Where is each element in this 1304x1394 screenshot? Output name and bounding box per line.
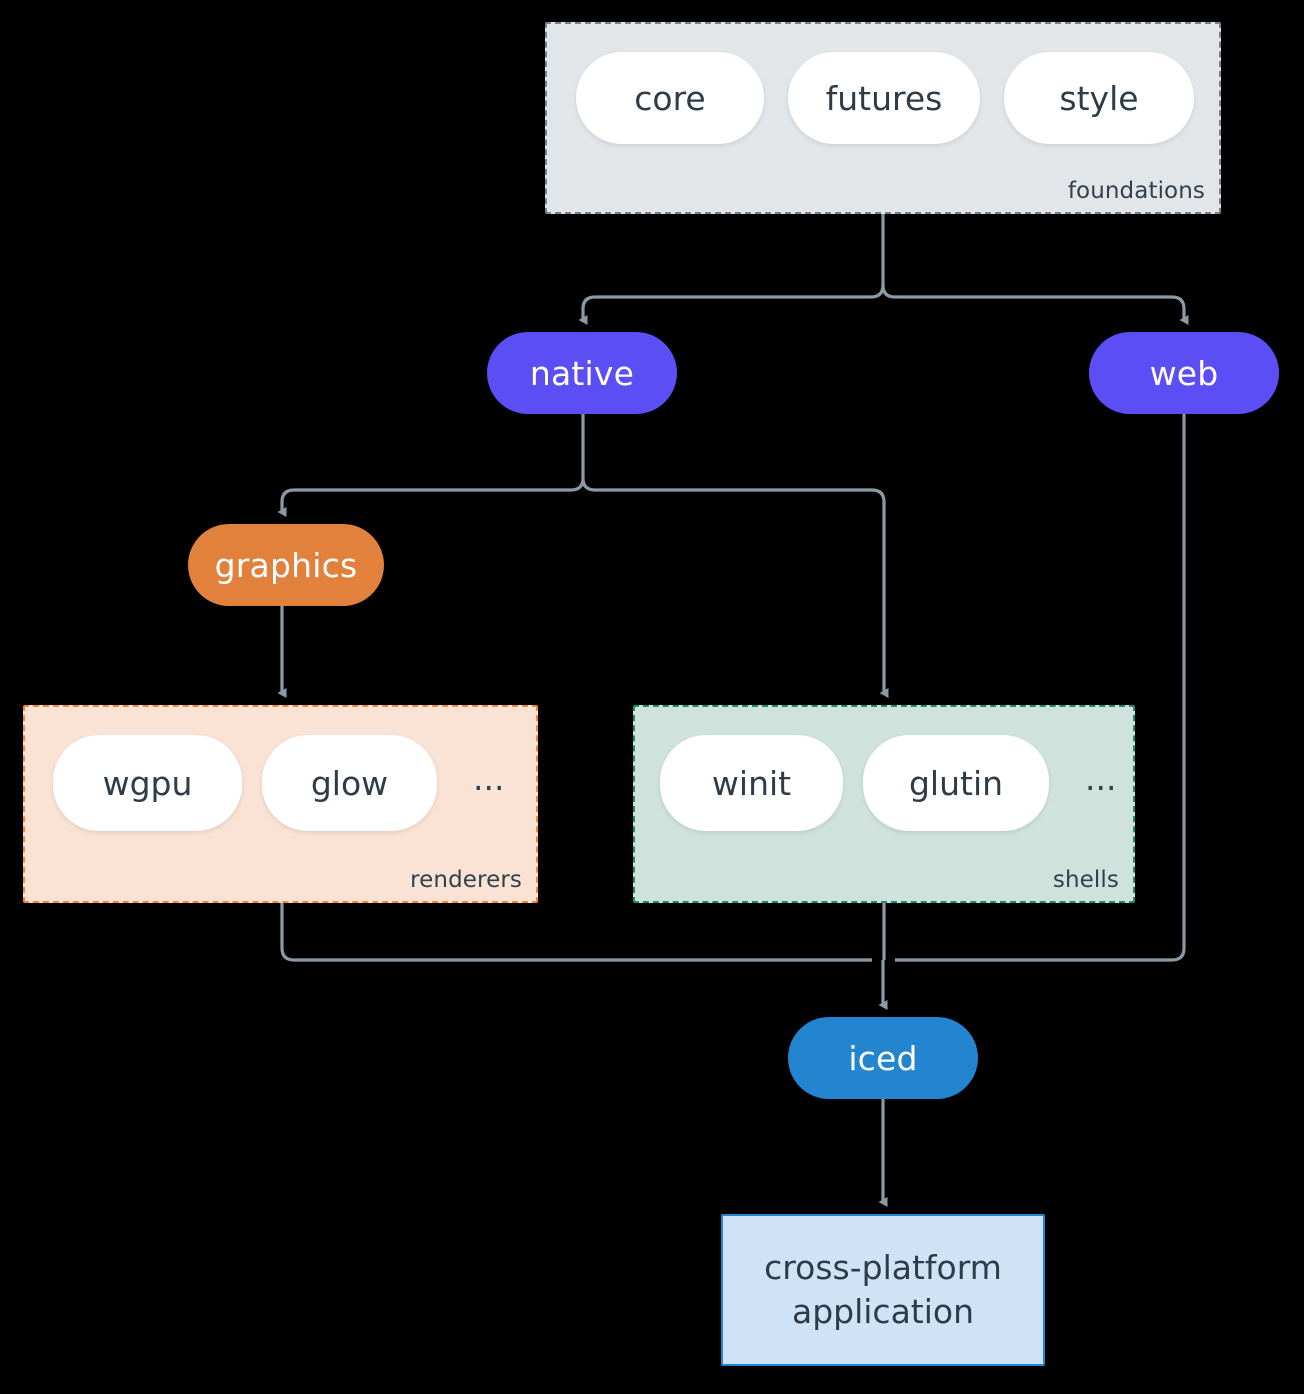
cluster-label-renderers: renderers — [410, 867, 522, 893]
edge-native-to-graphics — [277, 477, 585, 517]
shells-ellipsis: ... — [1085, 758, 1117, 798]
foundations-chip-row: core futures style — [576, 52, 1194, 144]
renderers-chip-row: wgpu glow ... — [53, 735, 504, 831]
edge-native-to-shells — [581, 477, 889, 698]
chip-winit-label: winit — [711, 763, 792, 803]
renderers-ellipsis: ... — [473, 758, 505, 798]
chip-style-label: style — [1059, 78, 1139, 118]
application-label-line2: application — [791, 1292, 975, 1331]
node-iced[interactable]: iced — [788, 1017, 978, 1099]
node-web-label: web — [1149, 353, 1219, 393]
node-iced-label: iced — [848, 1038, 918, 1078]
chip-futures[interactable]: futures — [788, 52, 980, 144]
cluster-shells: winit glutin ... shells — [633, 705, 1135, 903]
node-cross-platform-application[interactable]: cross-platform application — [721, 1214, 1045, 1366]
chip-wgpu[interactable]: wgpu — [53, 735, 242, 831]
cluster-renderers: wgpu glow ... renderers — [23, 705, 538, 903]
chip-futures-label: futures — [825, 78, 943, 118]
shells-chip-row: winit glutin ... — [660, 735, 1116, 831]
chip-glow-label: glow — [310, 763, 389, 803]
edge-foundations-to-web — [881, 284, 1189, 325]
cluster-label-shells: shells — [1052, 867, 1119, 893]
node-graphics[interactable]: graphics — [188, 524, 384, 606]
application-label-line1: cross-platform — [764, 1248, 1002, 1288]
edge-foundations-to-native — [578, 284, 885, 325]
chip-style[interactable]: style — [1004, 52, 1194, 144]
cluster-label-foundations: foundations — [1067, 178, 1205, 204]
chip-core-label: core — [634, 78, 706, 118]
chip-wgpu-label: wgpu — [102, 763, 193, 803]
chip-glow[interactable]: glow — [262, 735, 437, 831]
edge-renderers-to-iced — [280, 903, 872, 962]
node-native-label: native — [529, 353, 635, 393]
cluster-foundations: core futures style foundations — [545, 22, 1221, 214]
node-graphics-label: graphics — [214, 545, 358, 585]
node-native[interactable]: native — [487, 332, 677, 414]
chip-winit[interactable]: winit — [660, 735, 843, 831]
chip-glutin-label: glutin — [908, 763, 1004, 803]
node-web[interactable]: web — [1089, 332, 1279, 414]
chip-glutin[interactable]: glutin — [863, 735, 1049, 831]
chip-core[interactable]: core — [576, 52, 764, 144]
